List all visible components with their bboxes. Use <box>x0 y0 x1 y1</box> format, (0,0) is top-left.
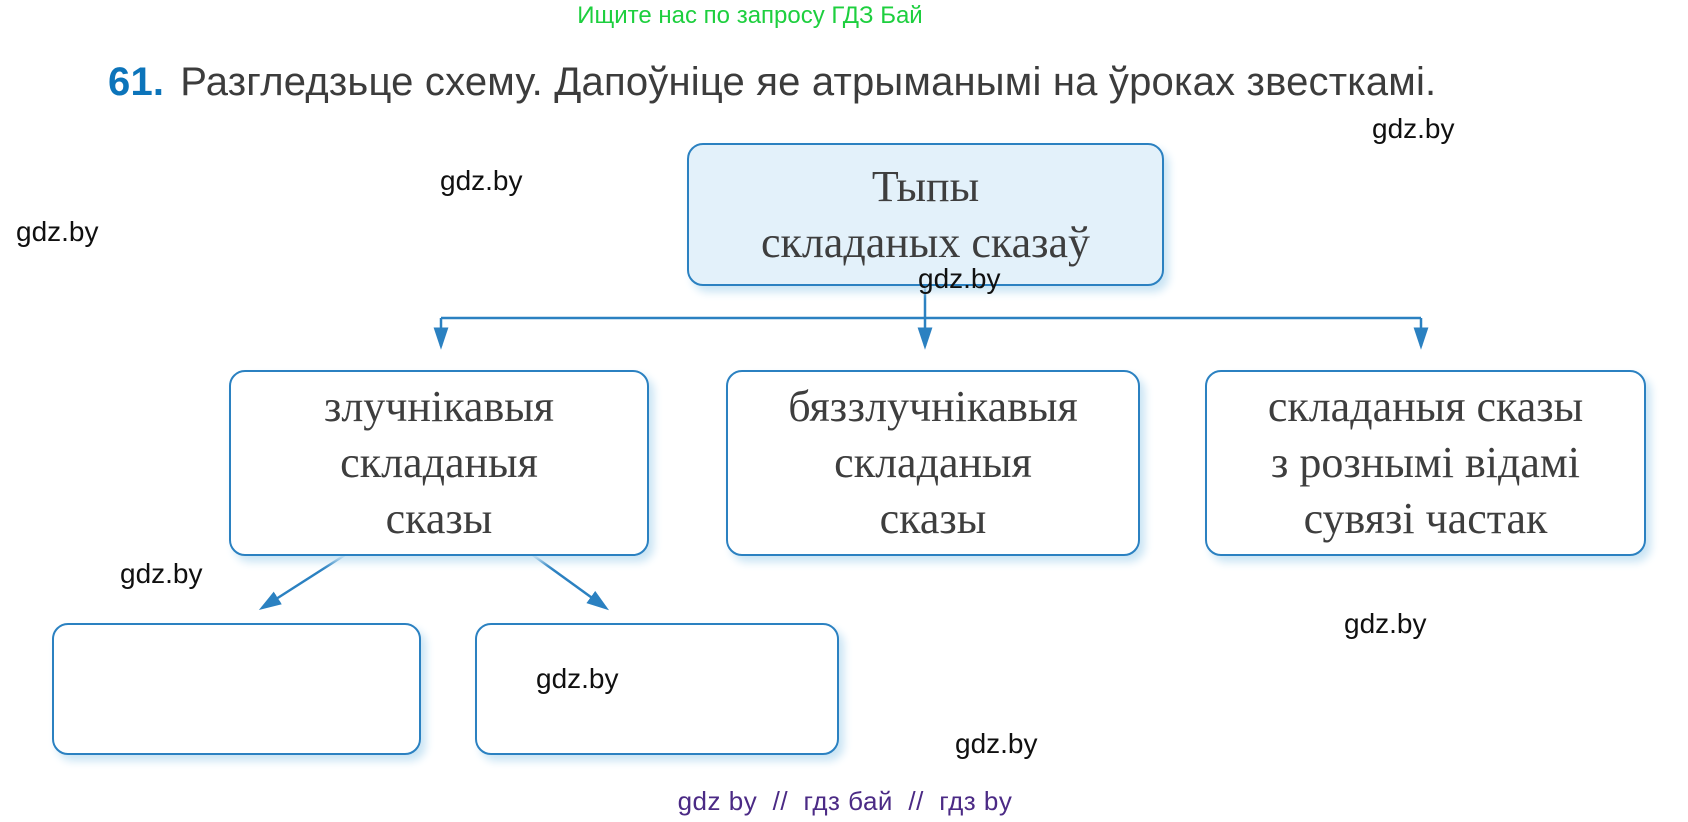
root-box-line: складаных сказаў <box>760 217 1091 267</box>
root-box-line: Тыпы <box>871 161 980 211</box>
watermark: gdz.by <box>440 165 523 196</box>
watermark: gdz.by <box>1344 608 1427 639</box>
child-box-line: складаныя <box>834 438 1032 487</box>
watermark: gdz.by <box>1372 113 1455 144</box>
empty-answer-box-2 <box>475 623 839 755</box>
child-box-line: сказы <box>385 494 493 543</box>
arrow-to-empty-2 <box>529 551 610 611</box>
watermark: gdz.by <box>16 216 99 247</box>
child-box-line: сказы <box>879 494 987 543</box>
promo-banner-text: Ищите нас по запросу ГДЗ Бай <box>577 2 923 29</box>
exercise-title: 61. Разгледзьце схему. Дапоўніце яе атрым… <box>108 60 1608 105</box>
child-box-mixed: складаныя сказы з рознымі відамі сувязі … <box>1205 370 1646 556</box>
empty-answer-box-1 <box>52 623 421 755</box>
watermark: gdz.by <box>120 558 203 589</box>
exercise-instruction: Разгледзьце схему. Дапоўніце яе атрыманы… <box>180 60 1437 104</box>
child-box-line: сувязі частак <box>1303 494 1548 543</box>
child-box-line: злучнікавыя <box>323 382 555 431</box>
child-box-asyndetic: бяззлучнікавыя складаныя сказы <box>726 370 1140 556</box>
watermark: gdz.by <box>918 263 1001 294</box>
arrow-to-empty-1 <box>258 551 349 611</box>
child-box-line: з рознымі відамі <box>1271 438 1580 487</box>
watermark: gdz.by <box>536 663 619 694</box>
footer-search-hints: gdz by // гдз бай // гдз by <box>677 786 1013 816</box>
child-box-line: складаныя <box>340 438 538 487</box>
child-box-line: бяззлучнікавыя <box>788 382 1078 431</box>
watermark: gdz.by <box>955 728 1038 759</box>
exercise-number: 61. <box>108 60 165 104</box>
child-box-conjunction: злучнікавыя складаныя сказы <box>229 370 649 556</box>
root-box: Тыпы складаных сказаў <box>687 143 1164 286</box>
child-box-line: складаныя сказы <box>1267 382 1584 431</box>
